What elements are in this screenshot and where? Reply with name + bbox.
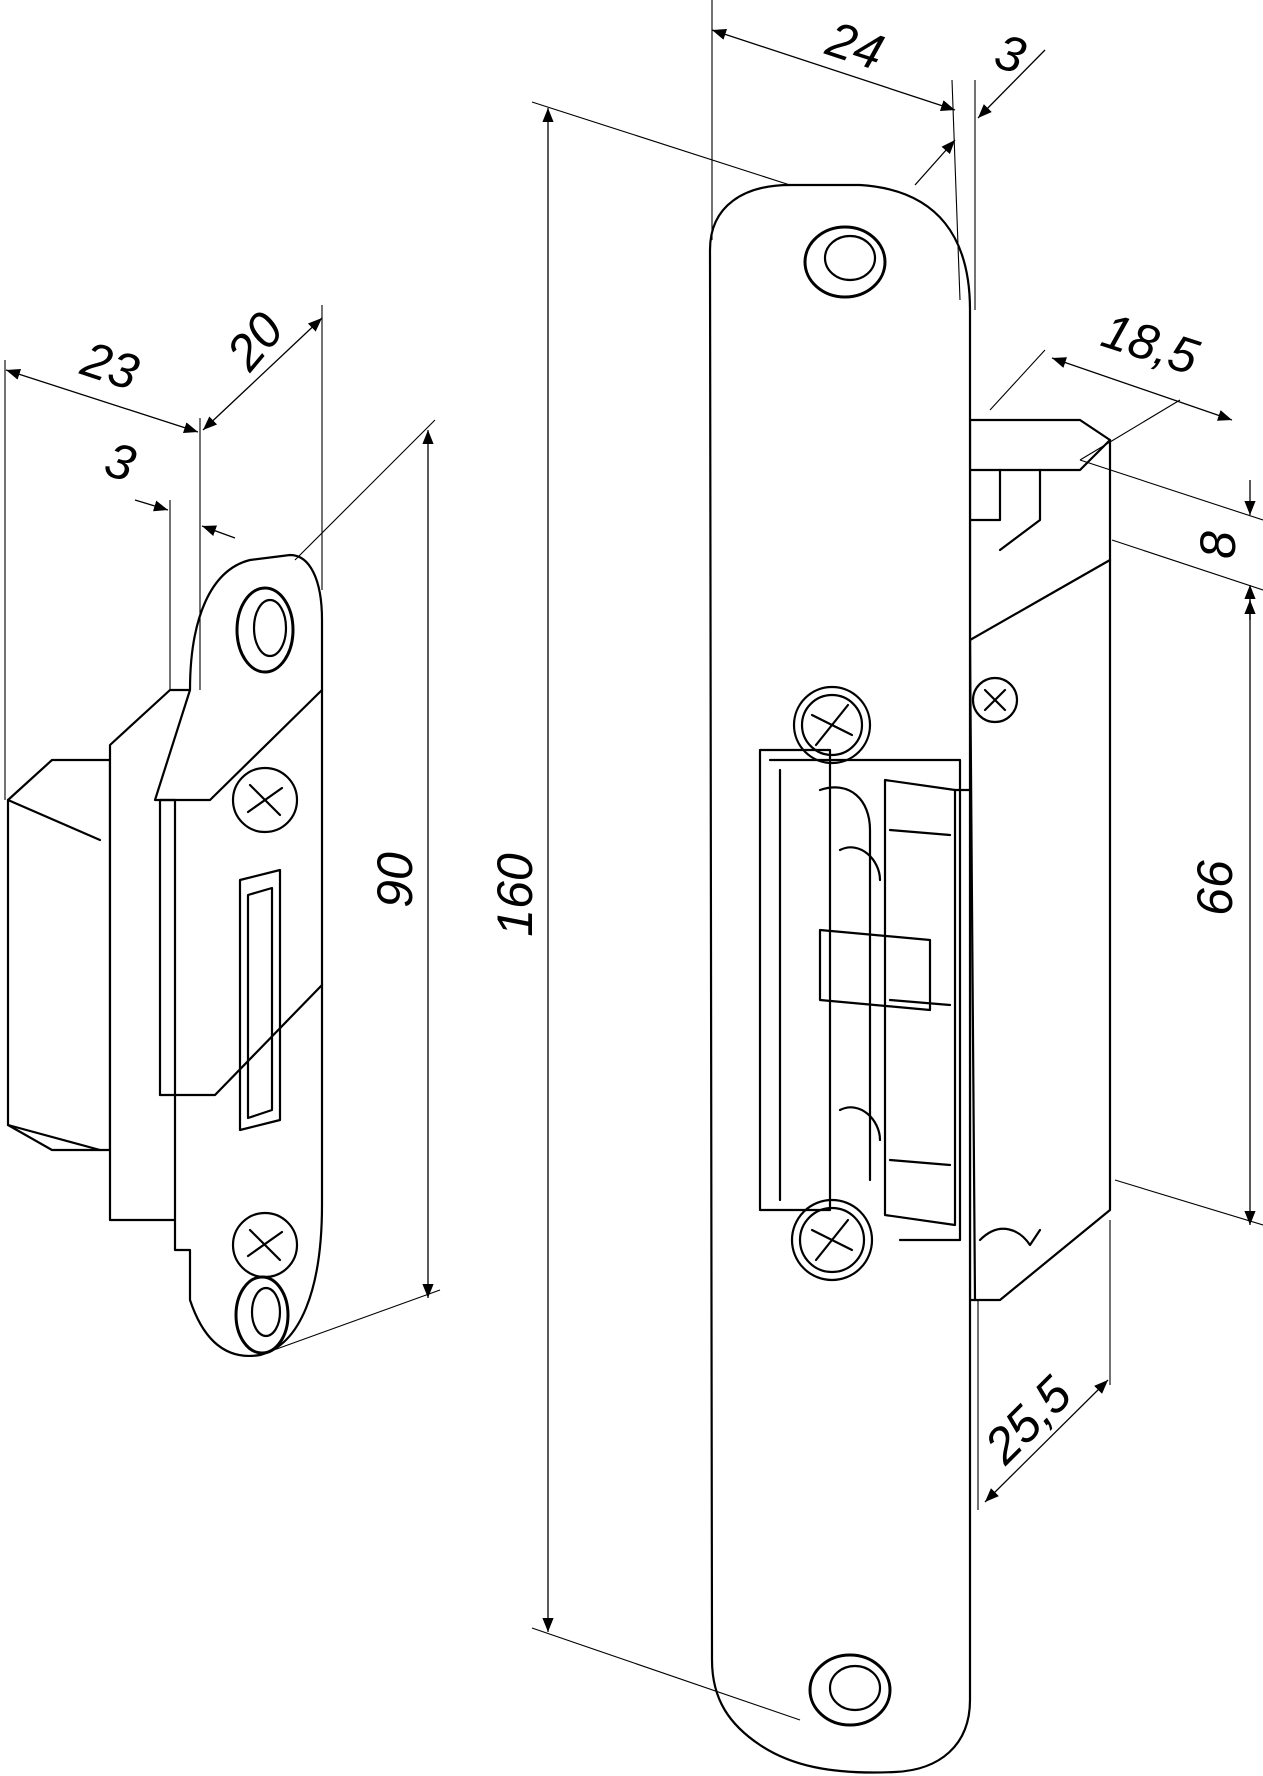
strike-plate-part [708, 183, 1112, 1774]
strike-screw-top-icon [792, 685, 872, 765]
dim-18-5-label: 18,5 [1095, 302, 1205, 385]
strike-faceplate [708, 183, 972, 1774]
dim-8: 8 [1079, 459, 1263, 620]
dim-25-5-label: 25,5 [973, 1366, 1082, 1475]
dim-66-label: 66 [1187, 860, 1243, 916]
keeper-slot [238, 868, 282, 1132]
dim-90-label: 90 [367, 852, 423, 908]
dim-24-label: 24 [819, 10, 890, 81]
dim-3-keeper-label: 3 [98, 431, 142, 493]
dim-3-strike-label: 3 [988, 23, 1032, 85]
strike-top-hole-icon [803, 225, 887, 299]
keeper-bottom-hole-icon [234, 1275, 290, 1355]
dim-160-label: 160 [487, 853, 543, 937]
keeper-top-hole-icon [235, 586, 295, 674]
side-screw-icon [971, 676, 1019, 724]
keeper-screw-top-icon [231, 766, 299, 834]
strike-bottom-hole-icon [808, 1653, 892, 1727]
strike-screw-bottom-icon [790, 1198, 874, 1282]
dim-90: 90 [259, 419, 441, 1356]
dim-66: 66 [1114, 600, 1263, 1226]
keeper-part [6, 553, 324, 1357]
dim-8-label: 8 [1190, 531, 1246, 559]
dim-23-label: 23 [74, 330, 145, 401]
dim-20: 20 [202, 302, 323, 590]
dim-20-label: 20 [215, 302, 294, 382]
dim-160: 160 [487, 101, 801, 1721]
